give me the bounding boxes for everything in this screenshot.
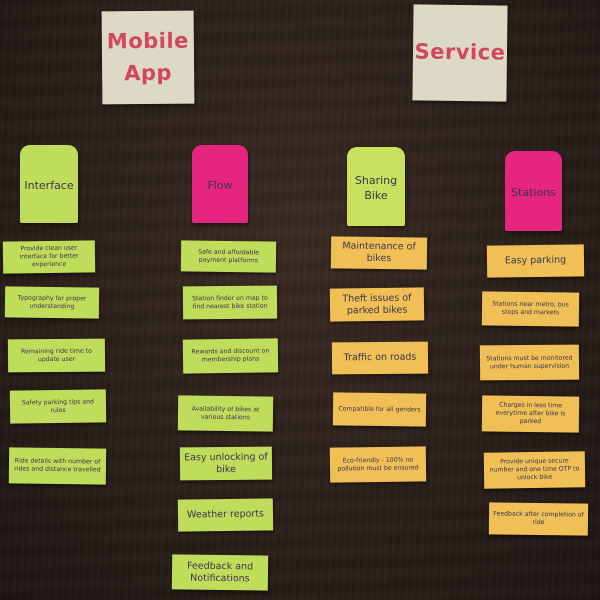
stations-card-6: Feedback after completion of ride <box>488 502 589 536</box>
stations-card-2-text: Stations near metro, bus stops and marke… <box>492 300 569 317</box>
title-note-service: Service <box>412 4 508 102</box>
header-note-sharing-bike: Sharing Bike <box>347 147 405 226</box>
stations-card-3: Stations must be monitored under human s… <box>479 344 580 381</box>
stations-card-4: Charges in less time everytime after bik… <box>481 395 580 433</box>
stations-card-5: Provide unique secure number and one tim… <box>483 451 586 489</box>
sharing-card-1-text: Maintenance of bikes <box>342 240 416 265</box>
interface-card-5-text: Ride details with number of rides and di… <box>14 457 101 474</box>
stations-card-2: Stations near metro, bus stops and marke… <box>481 291 580 327</box>
sharing-card-3: Traffic on roads <box>331 341 429 375</box>
header-flow: Flow <box>207 178 233 192</box>
stations-card-4-text: Charges in less time everytime after bik… <box>495 401 566 426</box>
sharing-card-5-text: Eco-friendly - 100% no pollution must be… <box>337 456 419 473</box>
sharing-card-1: Maintenance of bikes <box>330 236 428 270</box>
sharing-card-4-text: Compatible for all genders <box>338 405 421 414</box>
flow-card-3-text: Rewards and discount on membership plans <box>191 347 270 364</box>
sharing-card-2: Theft issues of parked bikes <box>329 287 425 322</box>
flow-card-4-text: Availability of bikes at various station… <box>191 405 260 421</box>
header-interface: Interface <box>24 178 74 192</box>
interface-card-4: Safety parking tips and rules <box>9 389 107 424</box>
header-sharing-bike: Sharing Bike <box>354 174 398 202</box>
flow-card-3: Rewards and discount on membership plans <box>182 338 279 374</box>
flow-card-7: Feedback and Notifications <box>171 554 269 591</box>
flow-card-4: Availability of bikes at various station… <box>177 395 274 432</box>
interface-card-3: Remaining ride time to update user <box>7 338 106 373</box>
sharing-card-4: Compatible for all genders <box>332 392 427 427</box>
sharing-card-5: Eco-friendly - 100% no pollution must be… <box>329 446 427 483</box>
interface-card-3-text: Remaining ride time to update user <box>20 347 92 363</box>
title-mobile-app: Mobile App <box>106 28 189 85</box>
stations-card-1-text: Easy parking <box>504 254 567 267</box>
interface-card-1-text: Provide clean user interface for better … <box>19 244 79 269</box>
stations-card-6-text: Feedback after completion of ride <box>493 510 584 527</box>
flow-card-6: Weather reports <box>177 498 274 532</box>
interface-card-2-text: Typography for proper understanding <box>17 294 87 310</box>
stations-card-3-text: Stations must be monitored under human s… <box>486 354 573 370</box>
flow-card-6-text: Weather reports <box>186 508 265 521</box>
interface-card-4-text: Safety parking tips and rules <box>21 398 95 414</box>
flow-card-5: Easy unlocking of bike <box>179 446 273 481</box>
flow-card-5-text: Easy unlocking of bike <box>184 451 268 475</box>
header-note-flow: Flow <box>192 145 248 223</box>
sharing-card-2-text: Theft issues of parked bikes <box>342 292 412 316</box>
flow-card-1: Safe and affordable payment platforms <box>180 240 277 273</box>
flow-card-2-text: Station finder on map to find nearest bi… <box>192 294 268 310</box>
header-stations: Stations <box>511 185 556 199</box>
stations-card-1: Easy parking <box>486 244 585 278</box>
interface-card-5: Ride details with number of rides and di… <box>8 447 107 485</box>
flow-card-7-text: Feedback and Notifications <box>186 560 254 584</box>
sharing-card-3-text: Traffic on roads <box>343 351 417 364</box>
interface-card-2: Typography for proper understanding <box>4 286 100 319</box>
flow-card-1-text: Safe and affordable payment platforms <box>198 248 259 264</box>
title-note-mobile-app: Mobile App <box>101 10 195 105</box>
stations-card-5-text: Provide unique secure number and one tim… <box>489 457 580 482</box>
interface-card-1: Provide clean user interface for better … <box>2 240 96 274</box>
header-note-stations: Stations <box>505 151 562 231</box>
header-note-interface: Interface <box>20 145 78 223</box>
flow-card-2: Station finder on map to find nearest bi… <box>182 285 278 320</box>
title-service: Service <box>414 39 506 65</box>
